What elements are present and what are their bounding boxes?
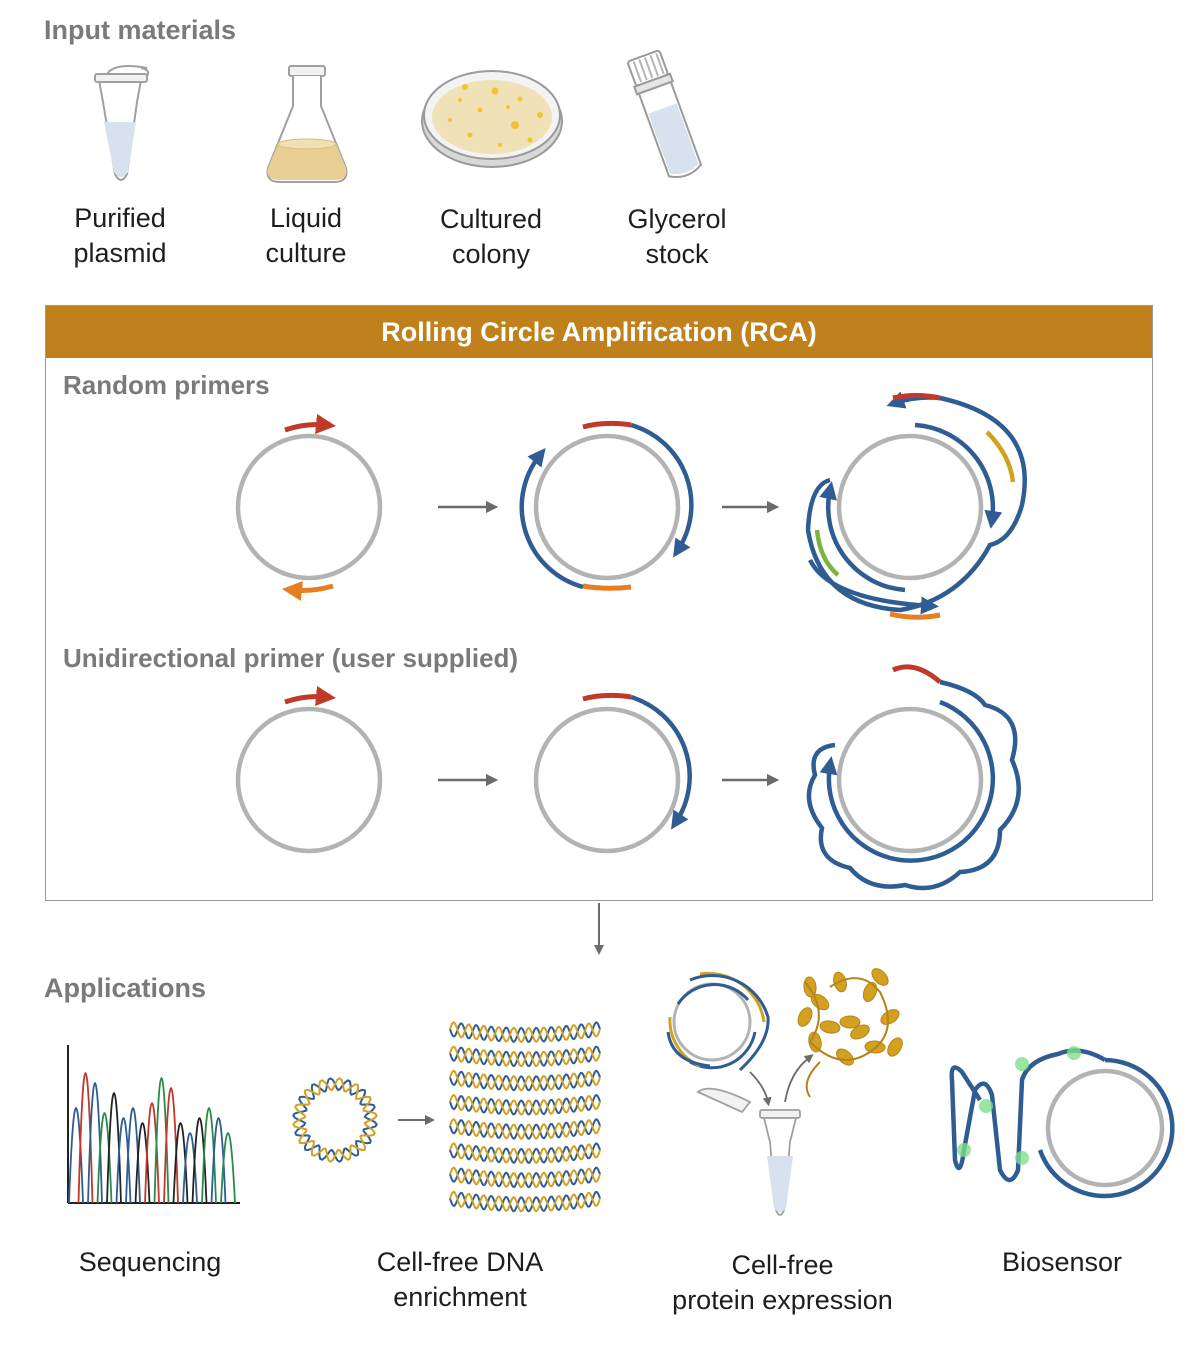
primer-red [284,686,336,706]
primer-red [582,692,632,702]
template-circle [836,706,984,854]
strand-blue [630,694,692,830]
primer-orange [889,611,941,620]
primer-red [891,664,942,684]
rca-header: Rolling Circle Amplification (RCA) [46,306,1152,358]
input-materials-title: Input materials [44,15,237,45]
primer-orange [282,581,334,601]
microtube-icon [94,65,150,181]
app-label-biosensor: Biosensor [1001,1247,1123,1277]
template-circle [235,706,383,854]
strand-blue-displaced [807,558,939,615]
strand-blue [819,699,996,863]
template-circle [235,433,383,581]
rca-panel: Rolling Circle Amplification (RCA) [45,305,1153,901]
app-label-sequencing: Sequencing [78,1247,222,1277]
primer-orange [582,583,632,591]
input-label-purified-plasmid: Purified plasmid [73,203,167,268]
chromatogram-icon [67,1045,240,1204]
input-label-liquid-culture: Liquid culture [265,203,347,268]
primer-red [284,414,336,434]
cryovial-icon [627,49,703,178]
strand-blue [819,481,906,593]
strand-blue [630,422,694,558]
primer-red [892,393,941,401]
app-label-cell-free-dna: Cell-free DNA enrichment [376,1247,544,1312]
strand-blue-displaced [805,395,1027,613]
applications-title: Applications [44,973,207,1003]
dna-helix-icon [292,1021,601,1213]
strand-blue [519,447,584,590]
template-circle [533,706,681,854]
petri-dish-icon [421,70,563,168]
strand-blue-wavy [806,679,1021,891]
protein-icon [666,968,903,1216]
input-label-glycerol-stock: Glycerol stock [627,204,727,269]
strand-blue [914,422,1003,529]
random-primers-title: Random primers [63,370,270,400]
unidirectional-primer-title: Unidirectional primer (user supplied) [63,643,519,673]
segment-green [814,529,840,577]
input-label-cultured-colony: Cultured colony [439,204,543,269]
flask-icon [266,65,348,183]
segment-gold [985,430,1016,483]
biosensor-icon [949,1046,1175,1199]
template-circle [533,433,681,581]
primer-red [582,420,632,430]
app-label-cell-free-protein: Cell-free protein expression [672,1250,893,1315]
template-circle [836,433,984,581]
